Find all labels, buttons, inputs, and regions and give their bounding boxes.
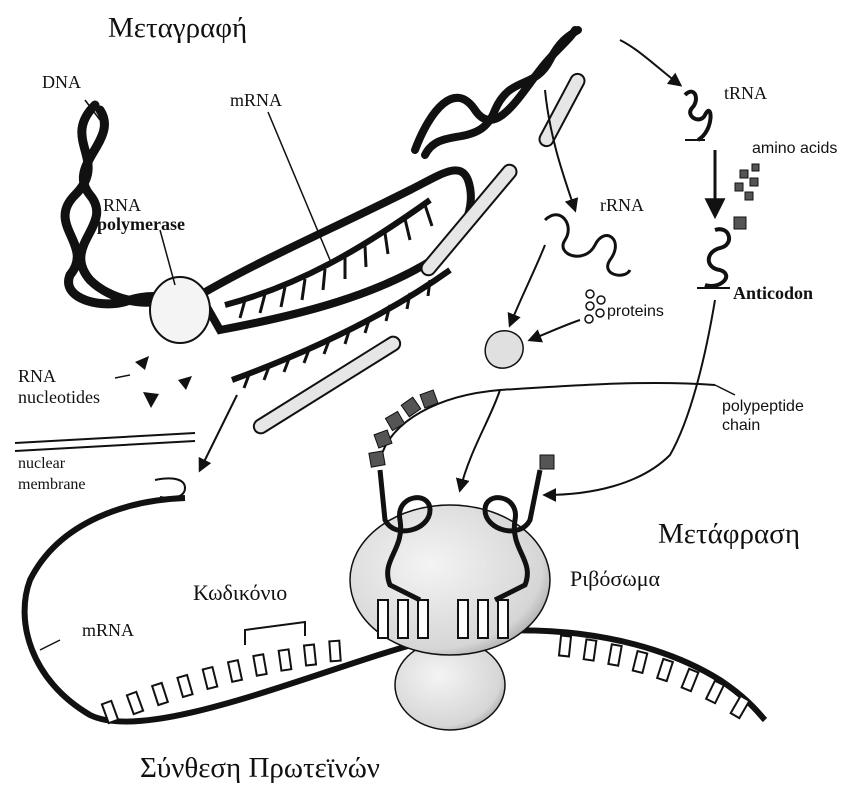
amino-acids-label: amino acids	[752, 140, 837, 158]
codon-label: Κωδικόνιο	[193, 580, 287, 606]
mrna-bottom-label: mRNA	[82, 620, 134, 641]
charged-trna-shape	[697, 229, 730, 288]
nuclear-membrane-label-2: membrane	[18, 476, 86, 494]
proteins-label: proteins	[607, 303, 664, 321]
dna-label: DNA	[42, 72, 81, 93]
codon-bracket	[245, 622, 305, 645]
nuclear-membrane-label-1: nuclear	[18, 455, 65, 473]
translation-title: Μετάφραση	[658, 518, 800, 551]
rna-polymerase-blob	[150, 277, 210, 343]
anticodon-label: Anticodon	[733, 283, 813, 304]
amino-acids-shapes	[734, 164, 759, 229]
trna-shape	[685, 92, 711, 140]
mrna-top-label: mRNA	[230, 90, 282, 111]
transcription-title: Μεταγραφή	[108, 12, 247, 45]
proteins-circles	[585, 290, 605, 323]
polypeptide-label-1: polypeptide	[722, 398, 804, 416]
rna-polymerase-label-2: polymerase	[97, 214, 185, 235]
rna-polymerase-label-1: RNA	[103, 195, 141, 216]
rna-nucleotides-shapes	[135, 356, 192, 408]
ribosome-label: Ριβόσωμα	[570, 566, 660, 592]
ribosome-subunit-blob	[485, 331, 523, 368]
protein-synthesis-title: Σύνθεση Πρωτεϊνών	[140, 752, 380, 785]
transcription-bubble	[200, 170, 471, 330]
rna-nucleotides-label-1: RNA	[18, 366, 56, 387]
rna-nucleotides-label-2: nucleotides	[18, 387, 100, 408]
polypeptide-chain	[369, 383, 715, 469]
rrna-strand	[545, 215, 630, 276]
polypeptide-label-2: chain	[722, 417, 760, 435]
trna-label: tRNA	[724, 83, 767, 104]
rrna-label: rRNA	[600, 195, 644, 216]
